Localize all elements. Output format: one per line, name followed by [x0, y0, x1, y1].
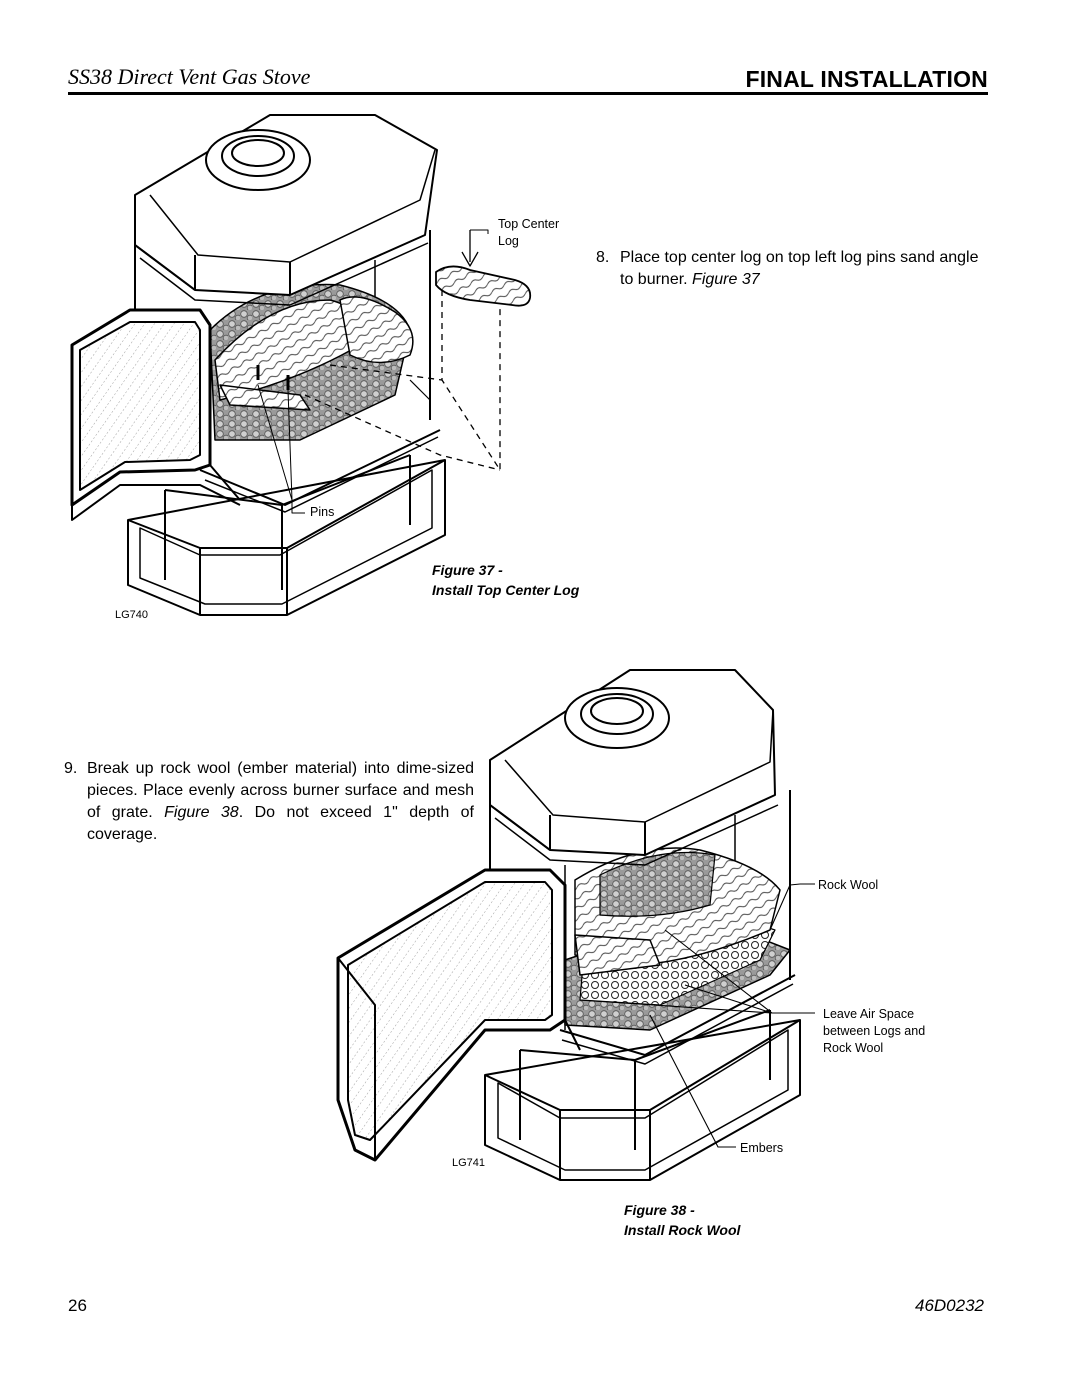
drawing-code-lg740: LG740 — [115, 609, 149, 621]
figure-37-caption-number: Figure 37 - — [432, 562, 503, 578]
page-number: 26 — [68, 1296, 87, 1315]
step-8: 8. Place top center log on top left log … — [596, 247, 984, 291]
figure-38-caption-title: Install Rock Wool — [624, 1222, 741, 1238]
callout-embers: Embers — [740, 1141, 784, 1155]
step-8-text: Place top center log on top left log pin… — [620, 249, 979, 288]
step-9-figure-ref: Figure 38 — [164, 804, 239, 821]
document-title: SS38 Direct Vent Gas Stove — [68, 64, 311, 89]
step-8-number: 8. — [596, 249, 610, 266]
callout-rock-wool: Rock Wool — [818, 878, 879, 892]
document-code: 46D0232 — [914, 1296, 984, 1315]
callout-leave-air-space: Leave Air Space between Logs and Rock Wo… — [823, 1007, 926, 1055]
step-9-text-after: . Do not exceed 1" depth of coverage. — [87, 804, 475, 843]
section-title: FINAL INSTALLATION — [745, 66, 988, 92]
header-rule — [68, 92, 988, 95]
step-9-text: Break up rock wool (ember material) into… — [87, 760, 474, 821]
step-9-number: 9. — [64, 760, 78, 777]
figure-37-caption-title: Install Top Center Log — [432, 582, 580, 598]
figure-38-drawing — [336, 669, 815, 1181]
drawing-code-lg741: LG741 — [452, 1157, 486, 1169]
callout-top-center-log: Top Center Log — [498, 217, 560, 248]
callout-pins: Pins — [310, 505, 335, 519]
figure-38-caption-number: Figure 38 - — [624, 1202, 695, 1218]
figure-37-drawing — [70, 114, 532, 616]
step-8-figure-ref: Figure 37 — [692, 271, 760, 288]
step-9: 9. Break up rock wool (ember material) i… — [64, 758, 474, 846]
